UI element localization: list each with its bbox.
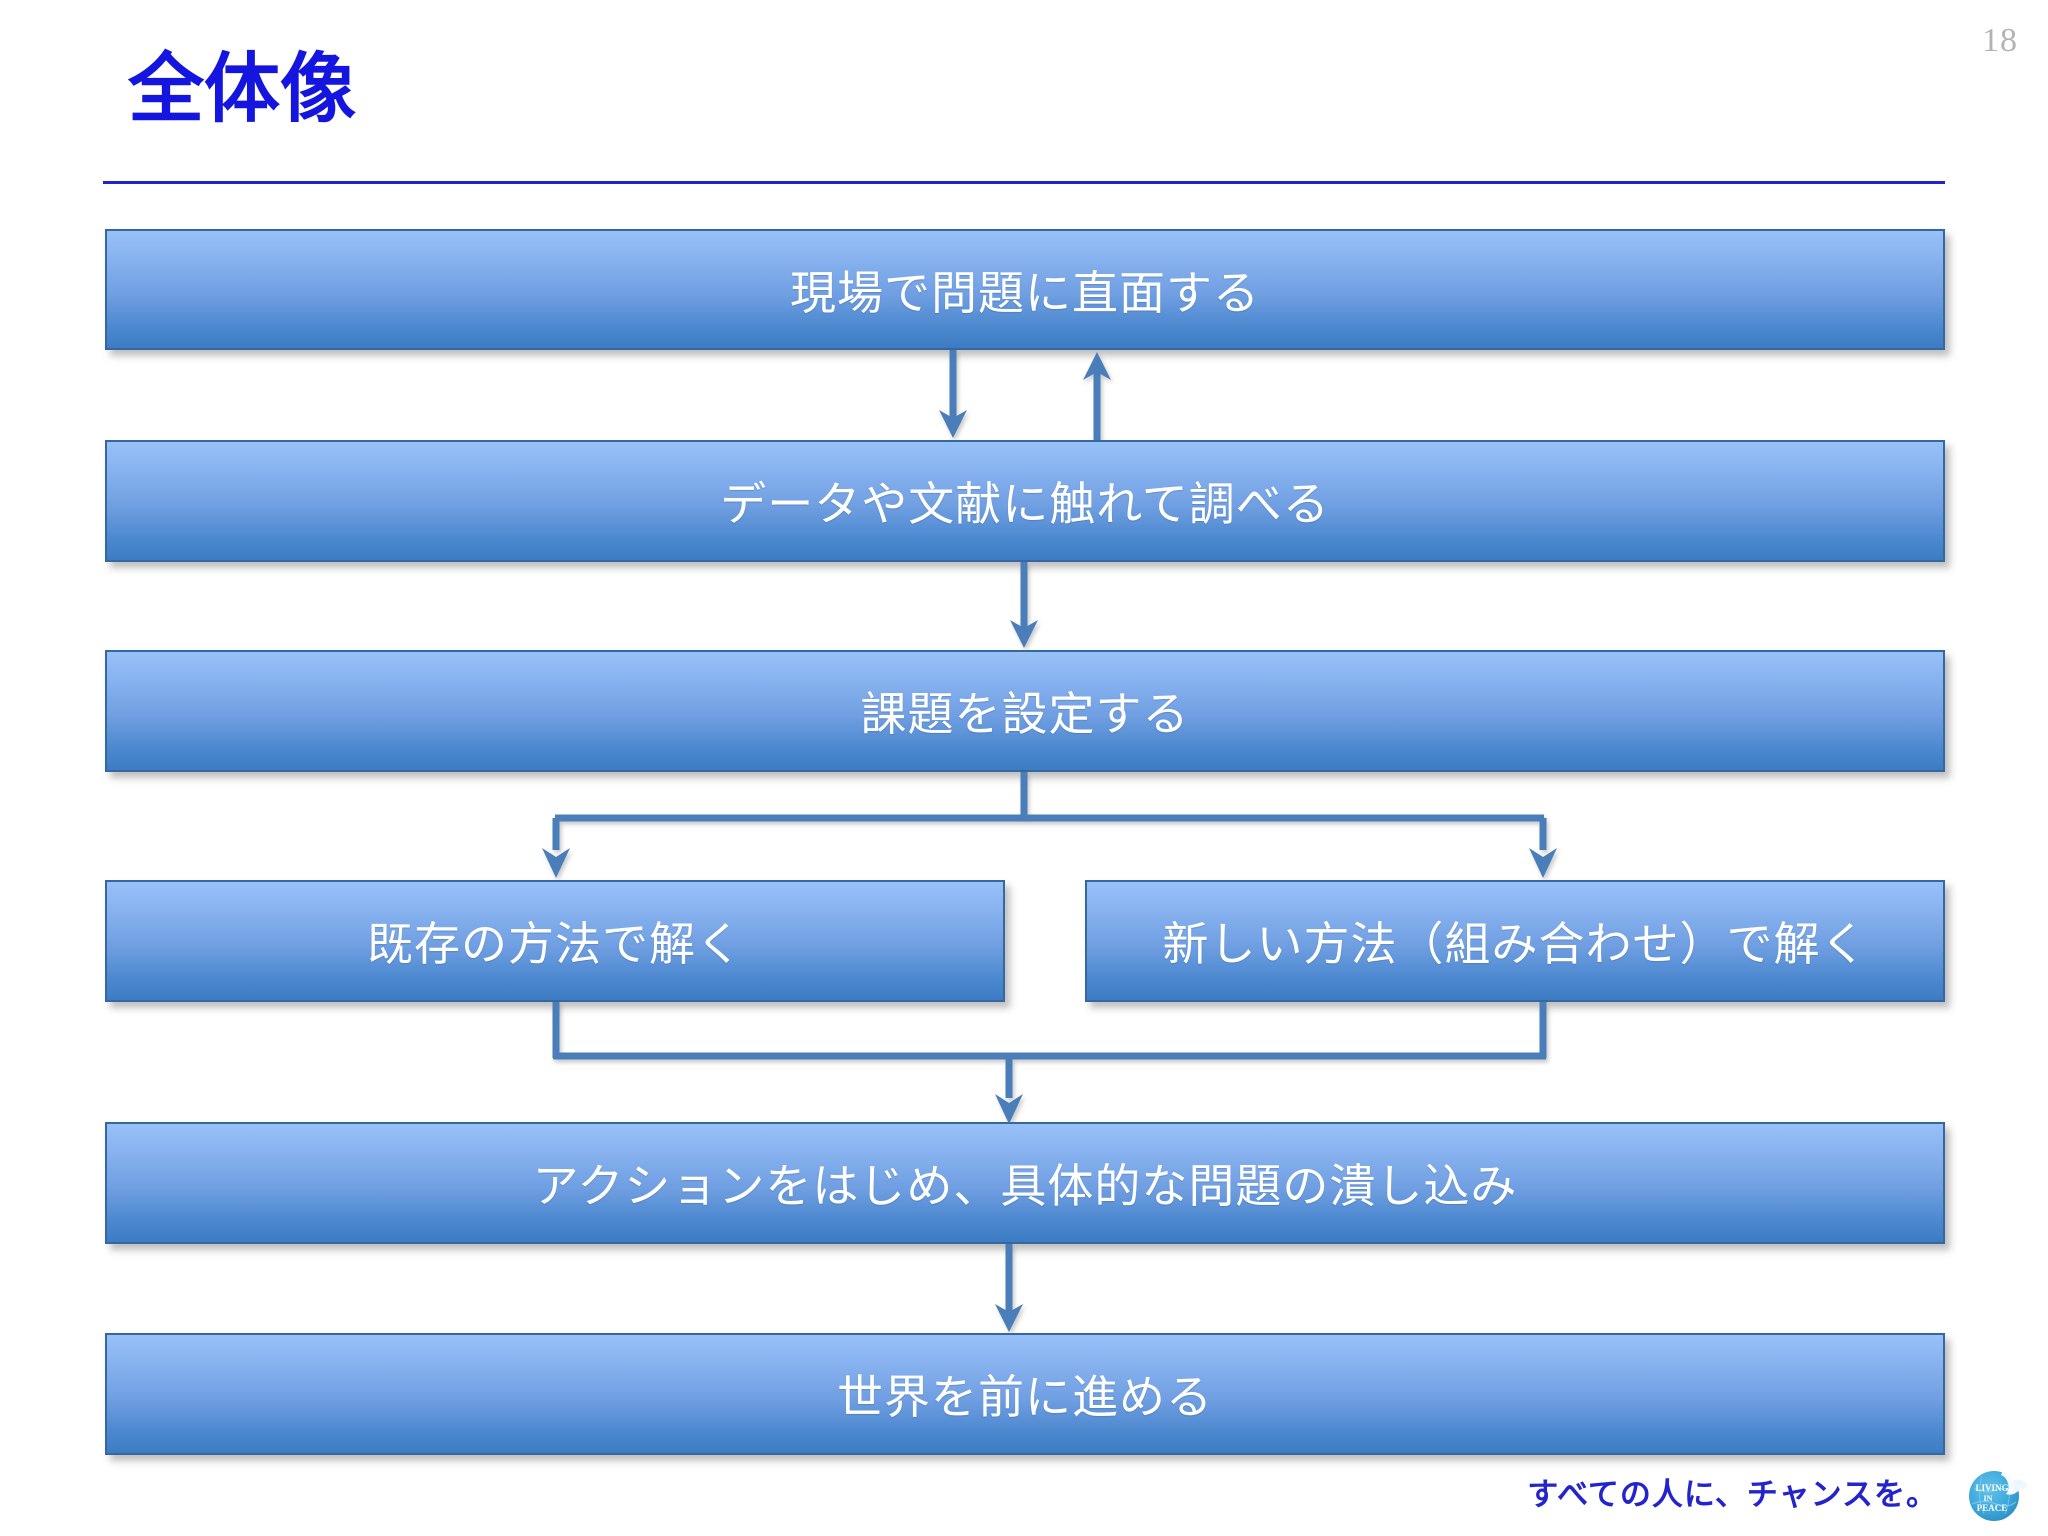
page-number: 18 <box>1982 22 2018 59</box>
logo-text-line2: IN <box>1984 1494 1993 1503</box>
footer-tagline: すべての人に、チャンスを。 <box>1527 1477 1938 1512</box>
flow-node-1-label: 現場で問題に直面する <box>790 266 1260 319</box>
flow-node-2-label: データや文献に触れて調べる <box>720 478 1330 530</box>
flow-node-1[interactable]: 現場で問題に直面する <box>105 229 1945 350</box>
flow-node-6[interactable]: 世界を前に進める <box>105 1333 1945 1455</box>
logo-text-line3: PEACE <box>1977 1503 2008 1513</box>
flow-node-3[interactable]: 課題を設定する <box>105 650 1945 772</box>
connector-node3-branch <box>520 772 1580 882</box>
flow-node-4a[interactable]: 既存の方法で解く <box>105 880 1005 1002</box>
connector-merge-to-node5 <box>520 1002 1580 1127</box>
logo-text-line1: LIVING <box>1975 1483 2008 1493</box>
flow-node-5[interactable]: アクションをはじめ、具体的な問題の潰し込み <box>105 1122 1945 1244</box>
flow-node-4a-label: 既存の方法で解く <box>367 918 743 970</box>
flow-node-5-label: アクションをはじめ、具体的な問題の潰し込み <box>532 1160 1518 1212</box>
living-in-peace-logo: LIVING IN PEACE <box>1962 1458 2032 1528</box>
flow-node-6-label: 世界を前に進める <box>837 1371 1213 1423</box>
flow-node-2[interactable]: データや文献に触れて調べる <box>105 440 1945 562</box>
connector-node2-to-node1 <box>1082 350 1112 440</box>
flow-node-3-label: 課題を設定する <box>860 688 1190 740</box>
connector-node2-to-node3 <box>1009 562 1039 650</box>
connector-node1-to-node2 <box>938 350 968 440</box>
flow-node-4b-label: 新しい方法（組み合わせ）で解く <box>1162 918 1868 970</box>
title-divider <box>103 181 1945 184</box>
flow-node-4b[interactable]: 新しい方法（組み合わせ）で解く <box>1085 880 1945 1002</box>
page-title: 全体像 <box>128 47 356 132</box>
connector-node5-to-node6 <box>994 1244 1024 1334</box>
